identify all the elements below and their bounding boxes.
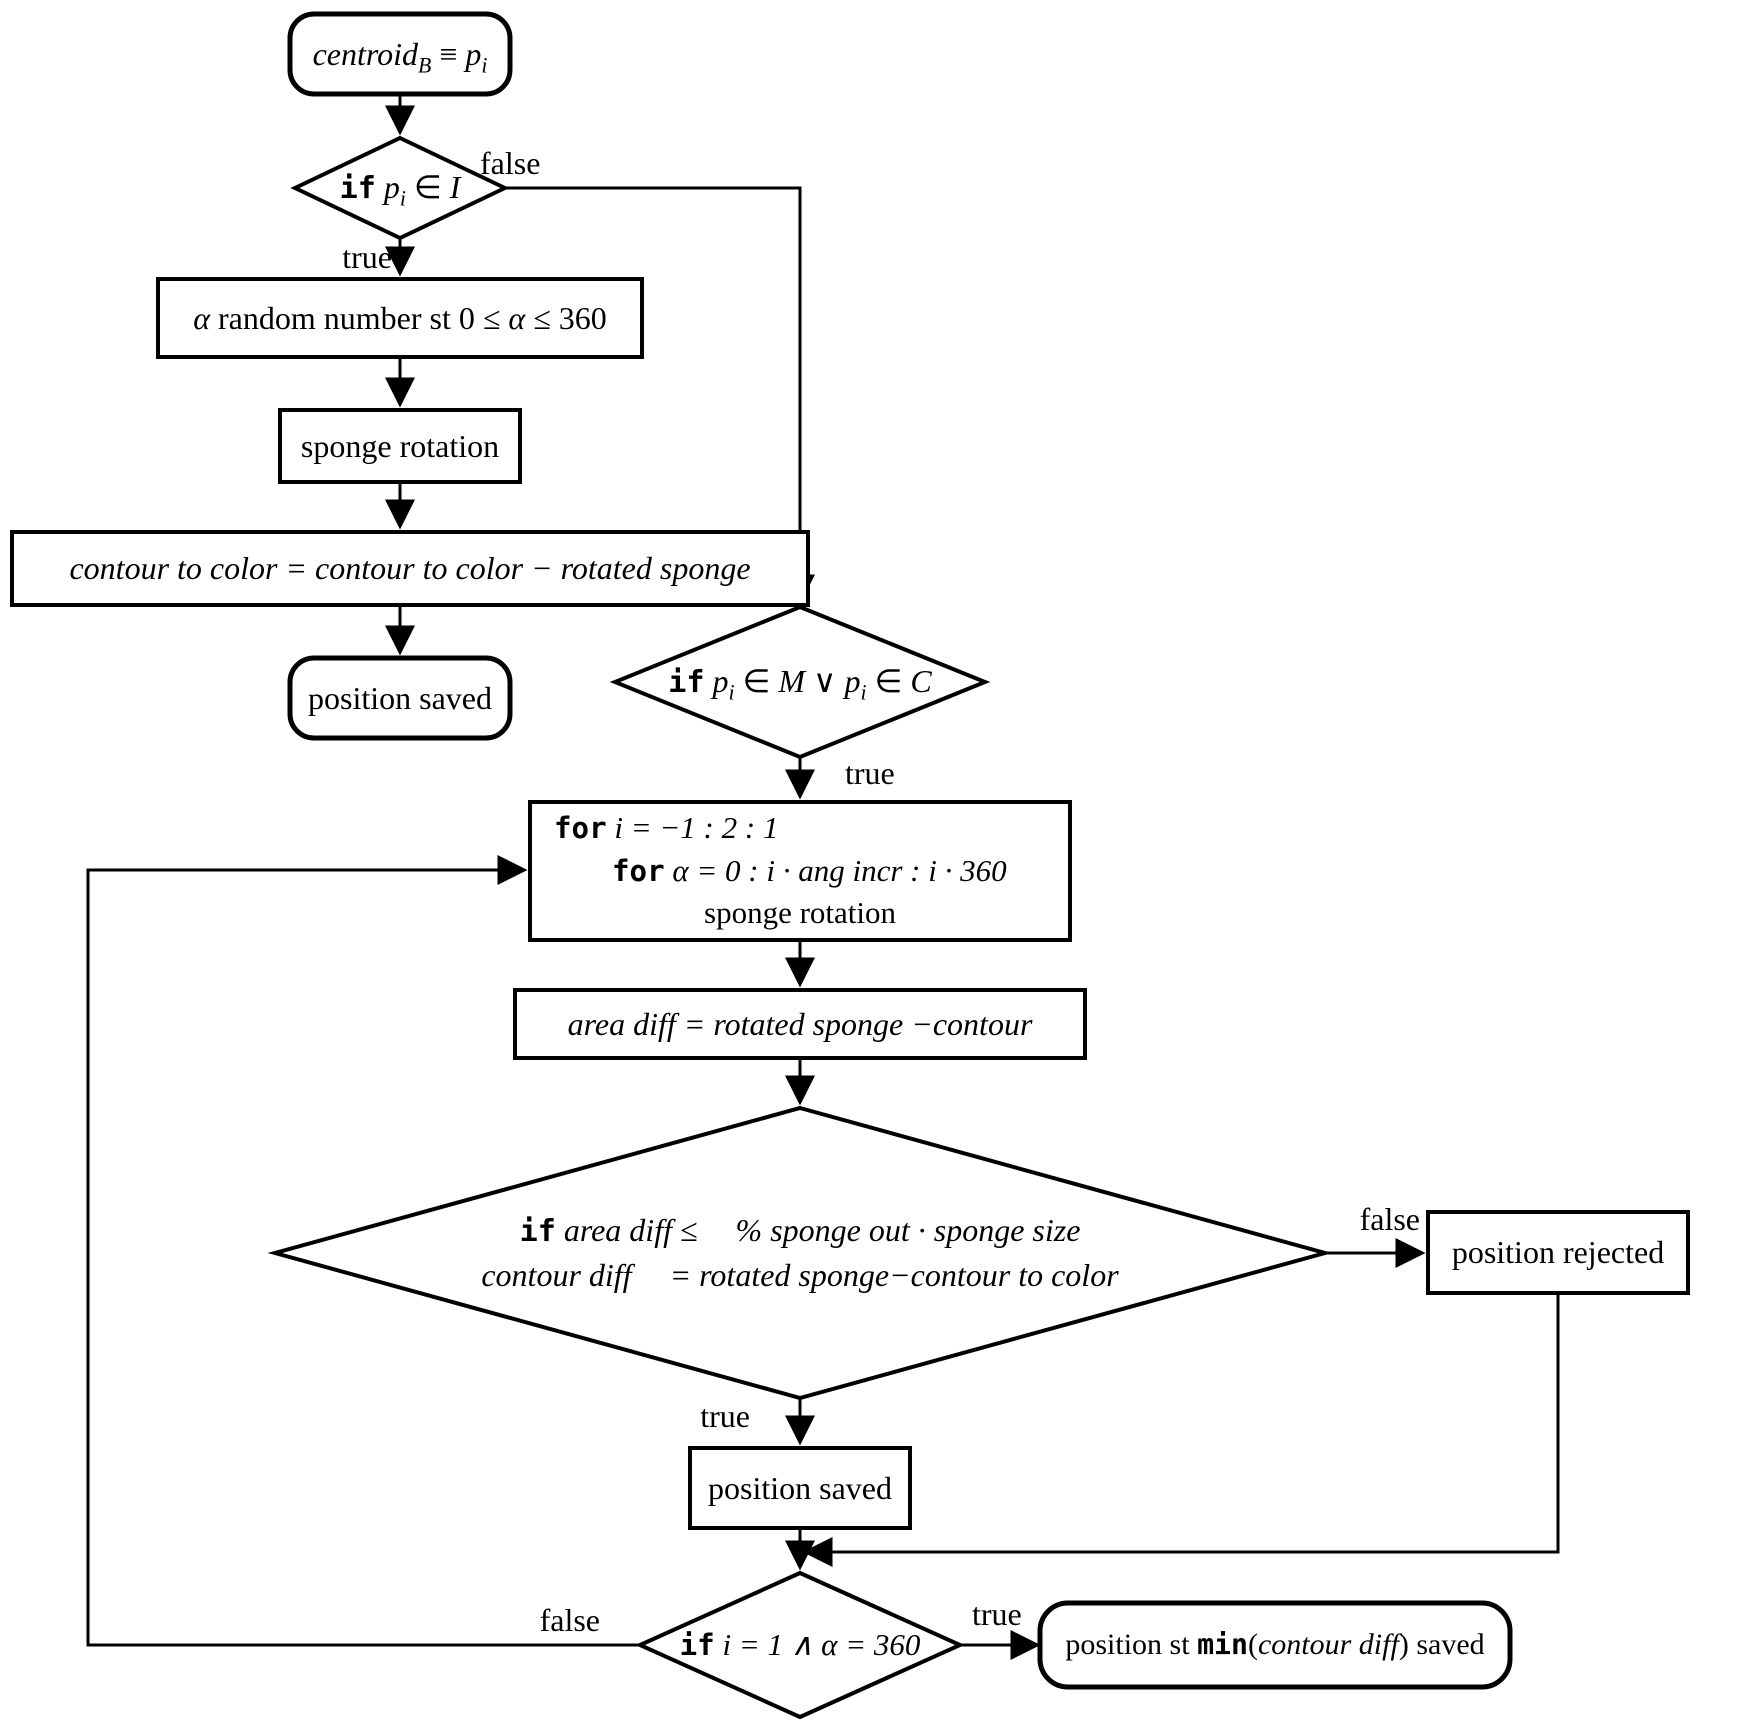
d3-line2: contour diff = rotated sponge−contour to …	[481, 1253, 1118, 1298]
d2-operator2: ∈	[874, 663, 903, 700]
saved2-process-shape	[688, 1446, 912, 1530]
d3-assign-right: = rotated sponge−contour to color	[669, 1257, 1119, 1294]
sponge-rotation-process: sponge rotation	[280, 410, 520, 482]
edge-d1-false-to-d2	[505, 186, 815, 605]
final-expression: contour diff	[1257, 1628, 1399, 1661]
d1-var: p	[383, 169, 400, 206]
start-var1-sub: B	[418, 52, 432, 77]
final-terminal-shape	[1037, 1600, 1513, 1690]
d4-expression: i = 1 ∧ α = 360	[722, 1627, 921, 1663]
saved1-label: position saved	[308, 679, 492, 716]
contour-process-shape	[10, 530, 810, 607]
saved2-label: position saved	[708, 1469, 892, 1506]
final-min-keyword: min	[1197, 1628, 1248, 1661]
start-terminal: centroidB ≡ pi	[290, 14, 510, 94]
start-terminal-shape	[287, 11, 513, 97]
d1-decision: if pi ∈ I	[295, 138, 505, 238]
final-terminal: position st min(contour diff) saved	[1040, 1603, 1510, 1687]
edge-d4-false-loop-to-for	[86, 855, 640, 1647]
saved1-terminal-shape	[287, 655, 513, 741]
final-paren-open: (	[1247, 1628, 1258, 1661]
saved1-terminal: position saved	[290, 658, 510, 738]
d2-decision-shape	[609, 604, 991, 760]
alpha-symbol-2: α	[508, 299, 526, 336]
for-keyword-1: for	[554, 810, 607, 845]
d3-decision: if area diff ≤ % sponge out · sponge size…	[275, 1108, 1325, 1398]
d4-decision-shape	[635, 1570, 965, 1720]
d1-var-sub: i	[399, 186, 406, 211]
d4-false-label: false	[539, 1602, 600, 1638]
area-diff-process: area diff = rotated sponge −contour	[515, 990, 1085, 1058]
d3-condition-left: area diff ≤	[563, 1212, 698, 1249]
d4-decision: if i = 1 ∧ α = 360	[640, 1573, 960, 1717]
for-loop-line3: sponge rotation	[704, 895, 896, 931]
start-operator: ≡	[439, 35, 458, 72]
for-loop-shape	[528, 800, 1072, 942]
d1-false-label: false	[480, 145, 541, 181]
d3-keyword: if	[519, 1214, 556, 1250]
d2-var1-sub: i	[728, 680, 735, 705]
contour-process: contour to color = contour to color − ro…	[12, 532, 808, 605]
sponge-rotation-shape	[278, 408, 522, 484]
d1-decision-shape	[290, 135, 510, 241]
start-var2: p	[465, 35, 482, 72]
sponge-rotation-label: sponge rotation	[300, 427, 500, 464]
d3-condition-right: % sponge out · sponge size	[735, 1212, 1081, 1249]
d2-var2: p	[844, 663, 861, 700]
start-var1: centroid	[312, 35, 419, 72]
alpha-text-2: ≤ 360	[533, 299, 607, 336]
for-expr-2: α = 0 : i · ang incr : i · 360	[672, 852, 1007, 888]
d3-assign-left: contour diff	[481, 1257, 632, 1294]
rejected-process-shape	[1426, 1210, 1690, 1295]
final-paren-close: )	[1398, 1628, 1409, 1661]
d4-true-label: true	[972, 1596, 1022, 1632]
area-diff-shape	[513, 988, 1087, 1060]
d2-var2-sub: i	[860, 680, 867, 705]
for-loop-process: for i = −1 : 2 : 1 for α = 0 : i · ang i…	[530, 802, 1070, 940]
alpha-process-shape	[156, 277, 644, 359]
contour-label: contour to color = contour to color − ro…	[69, 550, 751, 587]
d2-var1: p	[712, 663, 729, 700]
start-var2-sub: i	[481, 52, 488, 77]
rejected-process: position rejected	[1428, 1212, 1688, 1293]
d2-true-label: true	[845, 755, 895, 791]
d1-set: I	[449, 169, 461, 206]
d2-operator1: ∈	[742, 663, 771, 700]
final-text-1: position st	[1065, 1628, 1190, 1661]
d3-true-label: true	[700, 1398, 750, 1434]
alpha-process: α random number st 0 ≤ α ≤ 360	[158, 279, 642, 357]
for-loop-line2: for α = 0 : i · ang incr : i · 360	[530, 850, 1070, 893]
d1-operator: ∈	[413, 169, 442, 206]
d3-line1: if area diff ≤ % sponge out · sponge size	[520, 1208, 1081, 1253]
d2-or-operator: ∨	[813, 663, 837, 700]
saved2-process: position saved	[690, 1448, 910, 1528]
d2-decision: if pi ∈ M ∨ pi ∈ C	[615, 607, 985, 757]
d4-keyword: if	[679, 1628, 715, 1663]
d1-keyword: if	[339, 171, 376, 207]
final-text-2: saved	[1416, 1628, 1485, 1661]
for-loop-line1: for i = −1 : 2 : 1	[530, 807, 1070, 850]
d3-false-label: false	[1359, 1201, 1420, 1237]
d2-keyword: if	[668, 665, 705, 701]
d2-set2: C	[910, 663, 932, 700]
edge-rejected-to-merge	[802, 1293, 1560, 1567]
area-diff-label: area diff = rotated sponge −contour	[567, 1005, 1033, 1042]
rejected-label: position rejected	[1451, 1234, 1665, 1271]
alpha-text-1: random number st 0 ≤	[218, 299, 501, 336]
for-keyword-2: for	[612, 853, 665, 888]
alpha-symbol-1: α	[193, 299, 211, 336]
d3-decision-shape	[267, 1105, 1333, 1401]
for-expr-1: i = −1 : 2 : 1	[614, 809, 779, 845]
d2-set1: M	[778, 663, 806, 700]
d1-true-label: true	[342, 239, 392, 275]
